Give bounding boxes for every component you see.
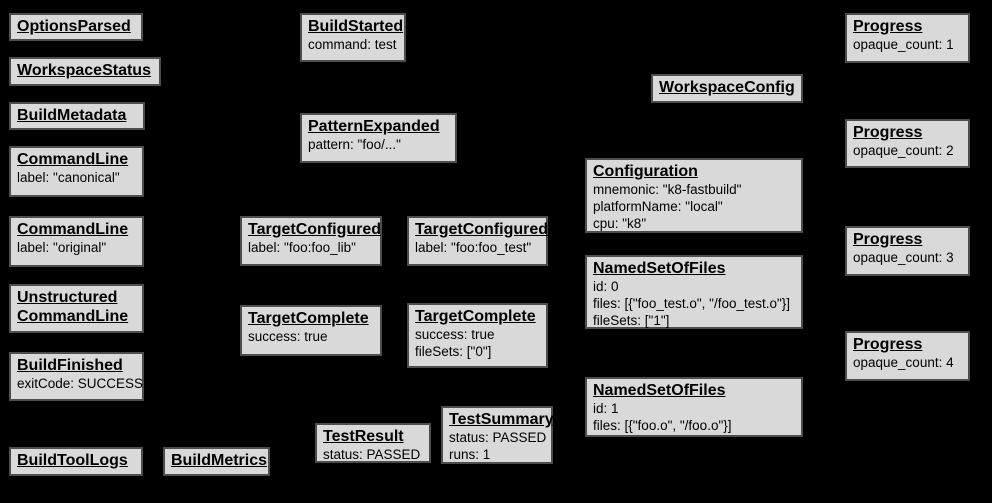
named-set-of-files-0-box: NamedSetOfFiles id: 0 files: [{"foo_test… [585,255,803,329]
node-title: Progress [853,124,923,141]
named-set-of-files-1-box: NamedSetOfFiles id: 1 files: [{"foo.o", … [585,377,803,437]
node-body: label: "foo:foo_test" [415,240,532,255]
node-body: pattern: "foo/..." [308,137,401,152]
node-title: BuildToolLogs [17,452,128,469]
node-title: BuildStarted [308,18,404,35]
node-title: PatternExpanded [308,118,440,135]
node-body: id: 0 files: [{"foo_test.o", "/foo_test.… [593,279,791,328]
node-title: Configuration [593,163,698,180]
node-title: Progress [853,336,923,353]
node-title: CommandLine [17,151,129,168]
node-body: exitCode: SUCCESS [17,376,144,391]
node-body: status: PASSED [323,447,421,462]
node-title: NamedSetOfFiles [593,260,726,277]
workspace-status-box: WorkspaceStatus [9,57,161,86]
node-title: BuildFinished [17,357,123,374]
node-body: label: "original" [17,240,107,255]
target-configured-foo-test-box: TargetConfigured label: "foo:foo_test" [407,216,548,266]
node-body: success: true [248,329,328,344]
node-title: CommandLine [17,221,129,238]
node-body: command: test [308,37,397,52]
command-line-original-box: CommandLine label: "original" [9,216,144,267]
node-title: TargetComplete [415,308,536,325]
pattern-expanded-box: PatternExpanded pattern: "foo/..." [300,113,457,163]
node-title: Progress [853,231,923,248]
configuration-box: Configuration mnemonic: "k8-fastbuild" p… [585,158,803,233]
build-finished-box: BuildFinished exitCode: SUCCESS [9,352,144,401]
test-summary-box: TestSummary status: PASSED runs: 1 [441,406,554,464]
progress-3-box: Progress opaque_count: 3 [845,226,970,276]
node-body: opaque_count: 1 [853,37,954,52]
node-body: mnemonic: "k8-fastbuild" platformName: "… [593,182,742,231]
target-configured-foo-lib-box: TargetConfigured label: "foo:foo_lib" [240,216,382,266]
test-result-box: TestResult status: PASSED [315,423,431,463]
node-body: label: "canonical" [17,170,120,185]
node-title: Progress [853,18,923,35]
node-title: TargetConfigured [415,221,549,238]
progress-2-box: Progress opaque_count: 2 [845,119,970,168]
node-body: label: "foo:foo_lib" [248,240,356,255]
unstructured-command-line-box: Unstructured CommandLine [9,284,144,333]
node-title: NamedSetOfFiles [593,382,726,399]
node-title: Unstructured CommandLine [17,289,129,325]
workspace-config-box: WorkspaceConfig [651,74,803,103]
node-body: id: 1 files: [{"foo.o", "/foo.o"}] [593,401,732,433]
target-complete-foo-lib-box: TargetComplete success: true [240,305,382,356]
target-complete-foo-test-box: TargetComplete success: true fileSets: [… [407,303,548,368]
progress-1-box: Progress opaque_count: 1 [845,13,970,63]
node-title: BuildMetadata [17,107,127,124]
progress-4-box: Progress opaque_count: 4 [845,331,970,381]
node-title: BuildMetrics [171,452,268,469]
build-metadata-box: BuildMetadata [9,102,145,130]
node-title: WorkspaceConfig [659,79,795,96]
node-title: TestSummary [449,411,554,428]
node-body: success: true fileSets: ["0"] [415,327,495,359]
node-title: TestResult [323,428,404,445]
node-body: opaque_count: 2 [853,143,954,158]
command-line-canonical-box: CommandLine label: "canonical" [9,146,144,197]
node-body: opaque_count: 3 [853,250,954,265]
options-parsed-box: OptionsParsed [9,13,143,41]
build-tool-logs-box: BuildToolLogs [9,447,143,476]
node-title: OptionsParsed [17,18,131,35]
build-metrics-box: BuildMetrics [163,447,270,476]
node-body: status: PASSED runs: 1 [449,430,547,462]
node-title: TargetComplete [248,310,369,327]
node-title: WorkspaceStatus [17,62,151,79]
node-title: TargetConfigured [248,221,382,238]
build-started-box: BuildStarted command: test [300,13,406,62]
node-body: opaque_count: 4 [853,355,954,370]
